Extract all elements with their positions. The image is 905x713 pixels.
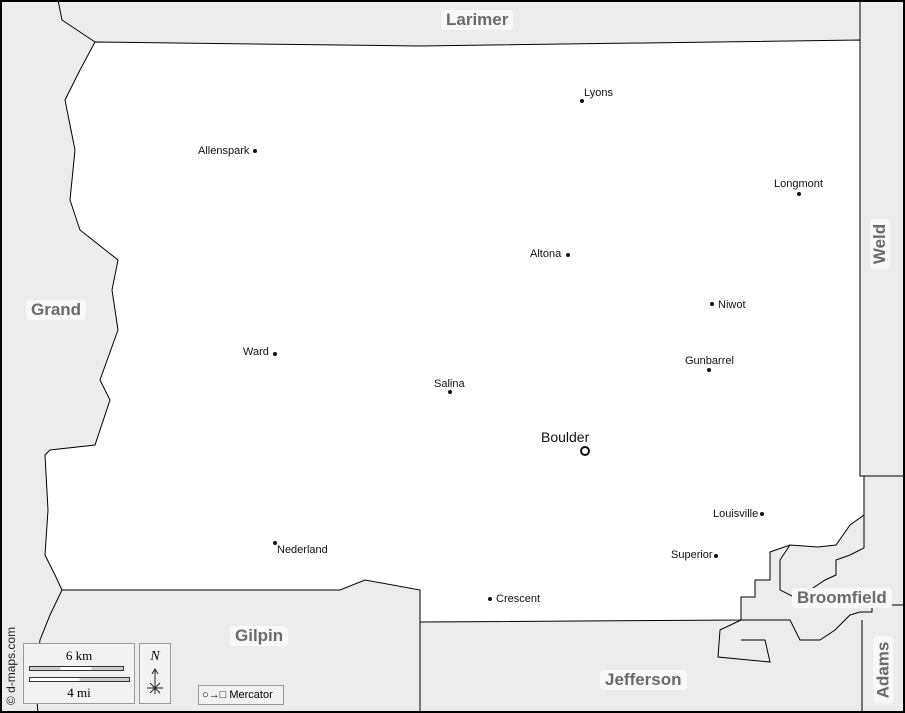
town-label-crescent: Crescent bbox=[496, 593, 541, 605]
town-label-salina: Salina bbox=[434, 378, 465, 390]
town-marker bbox=[797, 192, 801, 196]
county-label-gilpin: Gilpin bbox=[230, 626, 289, 646]
town-marker bbox=[707, 368, 711, 372]
city-marker-boulder bbox=[580, 446, 590, 456]
town-marker bbox=[273, 352, 277, 356]
town-marker bbox=[448, 390, 452, 394]
county-label-broomfield: Broomfield bbox=[792, 588, 892, 608]
county-label-weld: Weld bbox=[870, 218, 891, 270]
town-label-niwot: Niwot bbox=[718, 299, 746, 311]
town-label-allenspark: Allenspark bbox=[198, 145, 250, 157]
town-marker bbox=[273, 541, 277, 545]
north-arrow: N bbox=[139, 643, 171, 704]
town-label-nederland: Nederland bbox=[277, 544, 328, 556]
north-label: N bbox=[150, 649, 160, 664]
county-label-grand: Grand bbox=[26, 300, 87, 320]
county-label-adams: Adams bbox=[873, 636, 894, 704]
town-label-longmont: Longmont bbox=[774, 178, 823, 190]
town-marker bbox=[760, 512, 764, 516]
projection-icon: ○→□ bbox=[202, 689, 227, 701]
town-marker bbox=[710, 302, 714, 306]
projection-box: ○→□ Mercator bbox=[198, 685, 284, 705]
compass-icon bbox=[147, 668, 163, 694]
boulder-county-area bbox=[44, 39, 865, 623]
scale-bar: 6 km 4 mi bbox=[23, 643, 135, 704]
credit-text: © d-maps.com bbox=[4, 626, 18, 706]
town-label-boulder: Boulder bbox=[541, 429, 590, 445]
town-marker bbox=[253, 149, 257, 153]
town-marker bbox=[488, 597, 492, 601]
county-label-jefferson: Jefferson bbox=[600, 670, 687, 690]
projection-label: Mercator bbox=[229, 689, 273, 701]
town-marker bbox=[566, 253, 570, 257]
town-label-superior: Superior bbox=[671, 549, 713, 561]
town-label-louisville: Louisville bbox=[713, 508, 759, 520]
town-marker bbox=[714, 554, 718, 558]
county-boundaries bbox=[34, 0, 905, 713]
scale-mi-label: 4 mi bbox=[67, 685, 91, 700]
town-marker bbox=[580, 99, 584, 103]
county-label-larimer: Larimer bbox=[441, 10, 514, 30]
scale-km-label: 6 km bbox=[65, 648, 93, 663]
town-label-gunbarrel: Gunbarrel bbox=[685, 355, 734, 367]
town-label-ward: Ward bbox=[243, 346, 269, 358]
town-label-lyons: Lyons bbox=[584, 87, 613, 99]
town-label-altona: Altona bbox=[530, 248, 562, 260]
